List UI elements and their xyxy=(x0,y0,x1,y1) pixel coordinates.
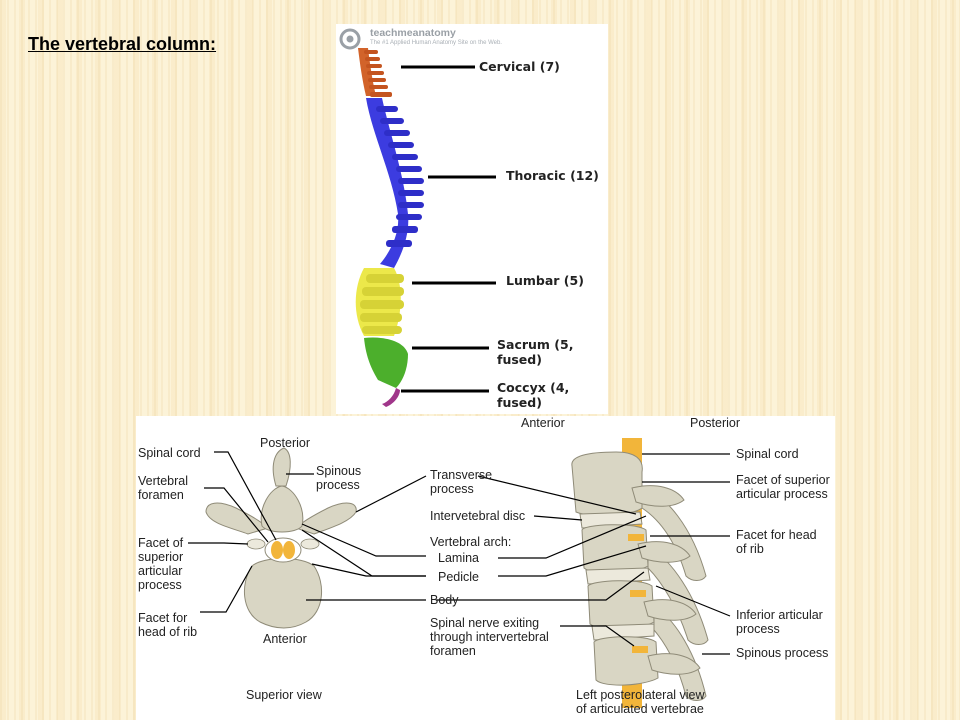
label-spinous-process-superior: Spinous process xyxy=(316,464,362,492)
label-sacrum: Sacrum (5, fused) xyxy=(497,337,574,367)
label-coccyx: Coccyx (4, fused) xyxy=(497,380,570,410)
spine-pointer-lines xyxy=(401,65,496,393)
label-facet-superior-articular-right: Facet of superior articular process xyxy=(736,473,830,501)
label-spinal-cord-right: Spinal cord xyxy=(736,447,799,461)
label-spinous-process-right: Spinous process xyxy=(736,646,829,660)
label-anterior-lateral: Anterior xyxy=(521,416,565,430)
label-cervical: Cervical (7) xyxy=(479,59,560,74)
label-lamina: Lamina xyxy=(438,551,479,565)
label-spinal-cord-left: Spinal cord xyxy=(138,446,201,460)
leader-lines xyxy=(188,451,731,655)
label-spinal-nerve: Spinal nerve exiting through interverteb… xyxy=(430,616,549,658)
label-anterior-superior: Anterior xyxy=(263,632,307,646)
label-vertebral-foramen: Vertebral foramen xyxy=(138,474,189,502)
vertebra-drawing xyxy=(188,438,731,708)
spine-figure: teachmeanatomy The #1 Applied Human Anat… xyxy=(336,24,608,414)
label-facet-head-rib-left: Facet for head of rib xyxy=(138,611,198,639)
label-vertebral-arch: Vertebral arch: xyxy=(430,535,512,549)
coccyx xyxy=(382,388,400,407)
vertebra-anatomy-figure: Posterior Spinal cord Vertebral foramen … xyxy=(136,416,835,720)
lumbar-vertebrae xyxy=(355,268,404,336)
spine-drawing xyxy=(339,28,496,407)
label-inferior-articular: Inferior articular process xyxy=(736,608,823,636)
thoracic-vertebrae xyxy=(366,98,424,268)
label-pedicle: Pedicle xyxy=(438,570,479,584)
teachmeanatomy-logo xyxy=(339,28,361,50)
label-lumbar: Lumbar (5) xyxy=(506,273,584,288)
label-posterior-lateral: Posterior xyxy=(690,416,741,430)
label-intervertebral-disc: Intervetebral disc xyxy=(430,509,526,523)
watermark-tagline: The #1 Applied Human Anatomy Site on the… xyxy=(370,40,502,46)
label-transverse-process: Transverse process xyxy=(430,468,493,496)
label-posterior-superior: Posterior xyxy=(260,436,311,450)
label-facet-head-rib-right: Facet for head of rib xyxy=(736,528,817,556)
superior-view-vertebra xyxy=(205,447,357,629)
label-posterolateral-view: Left posterolateral view of articulated … xyxy=(576,688,705,716)
sacrum xyxy=(364,337,408,388)
slide-title: The vertebral column: xyxy=(28,34,217,54)
cervical-vertebrae xyxy=(358,48,392,97)
watermark-brand: teachmeanatomy xyxy=(370,27,456,39)
label-thoracic: Thoracic (12) xyxy=(506,168,599,183)
label-body: Body xyxy=(430,593,459,607)
label-facet-superior-articular: Facet of superior articular process xyxy=(138,536,184,592)
articulated-vertebrae xyxy=(571,438,709,708)
label-superior-view: Superior view xyxy=(246,688,322,702)
